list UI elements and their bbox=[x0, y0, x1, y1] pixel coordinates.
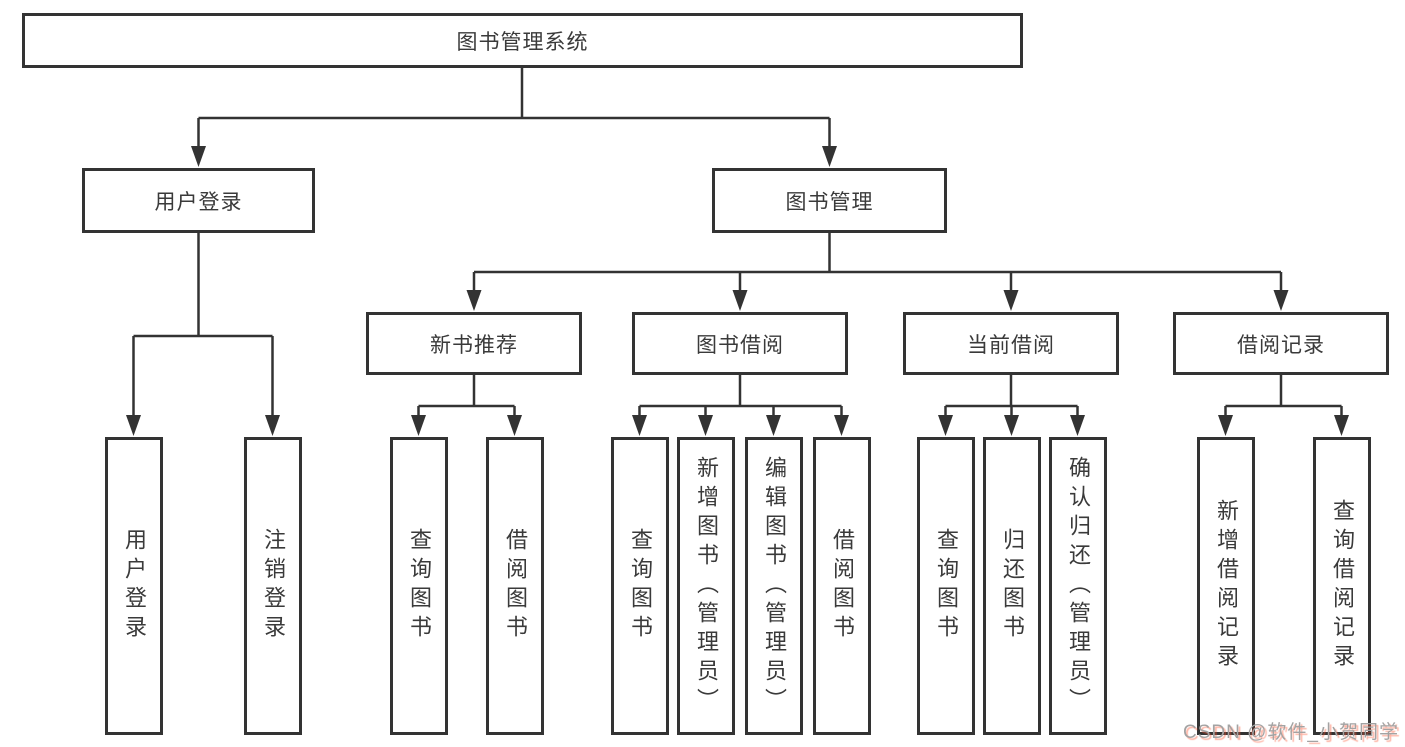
arrowheads bbox=[126, 146, 1349, 436]
leaf-label: 归还图书 bbox=[1000, 528, 1025, 644]
leaf-label: 用户登录 bbox=[122, 528, 147, 644]
leaf-query-books-recommend: 查询图书 bbox=[390, 437, 448, 735]
node-root: 图书管理系统 bbox=[22, 13, 1023, 68]
node-book-management: 图书管理 bbox=[712, 168, 947, 233]
leaf-label: 确认归还（管理员） bbox=[1066, 455, 1091, 717]
leaf-label: 注销登录 bbox=[261, 528, 286, 644]
node-new-book-recommend: 新书推荐 bbox=[366, 312, 582, 375]
node-borrowing-records: 借阅记录 bbox=[1173, 312, 1389, 375]
leaf-query-borrow-record: 查询借阅记录 bbox=[1313, 437, 1371, 735]
leaf-add-borrow-record: 新增借阅记录 bbox=[1197, 437, 1255, 735]
node-current-borrowing: 当前借阅 bbox=[903, 312, 1119, 375]
leaf-label: 编辑图书（管理员） bbox=[762, 455, 787, 717]
leaf-confirm-return-admin: 确认归还（管理员） bbox=[1049, 437, 1107, 735]
leaf-borrow-book: 借阅图书 bbox=[813, 437, 871, 735]
leaf-label: 查询图书 bbox=[628, 528, 653, 644]
leaf-label: 查询图书 bbox=[407, 528, 432, 644]
csdn-watermark: CSDN @软件_小贺同学 bbox=[1183, 722, 1399, 743]
node-book-borrowing: 图书借阅 bbox=[632, 312, 848, 375]
leaf-add-book-admin: 新增图书（管理员） bbox=[677, 437, 735, 735]
leaf-logout: 注销登录 bbox=[244, 437, 302, 735]
leaf-label: 查询借阅记录 bbox=[1330, 499, 1355, 673]
leaf-label: 新增借阅记录 bbox=[1214, 499, 1239, 673]
leaf-label: 查询图书 bbox=[934, 528, 959, 644]
leaf-user-login: 用户登录 bbox=[105, 437, 163, 735]
leaf-label: 新增图书（管理员） bbox=[694, 455, 719, 717]
leaf-return-book: 归还图书 bbox=[983, 437, 1041, 735]
leaf-label: 借阅图书 bbox=[830, 528, 855, 644]
node-user-login: 用户登录 bbox=[82, 168, 315, 233]
leaf-borrow-book-recommend: 借阅图书 bbox=[486, 437, 544, 735]
leaf-edit-book-admin: 编辑图书（管理员） bbox=[745, 437, 803, 735]
leaf-query-books-current: 查询图书 bbox=[917, 437, 975, 735]
leaf-query-books-borrow: 查询图书 bbox=[611, 437, 669, 735]
leaf-label: 借阅图书 bbox=[503, 528, 528, 644]
